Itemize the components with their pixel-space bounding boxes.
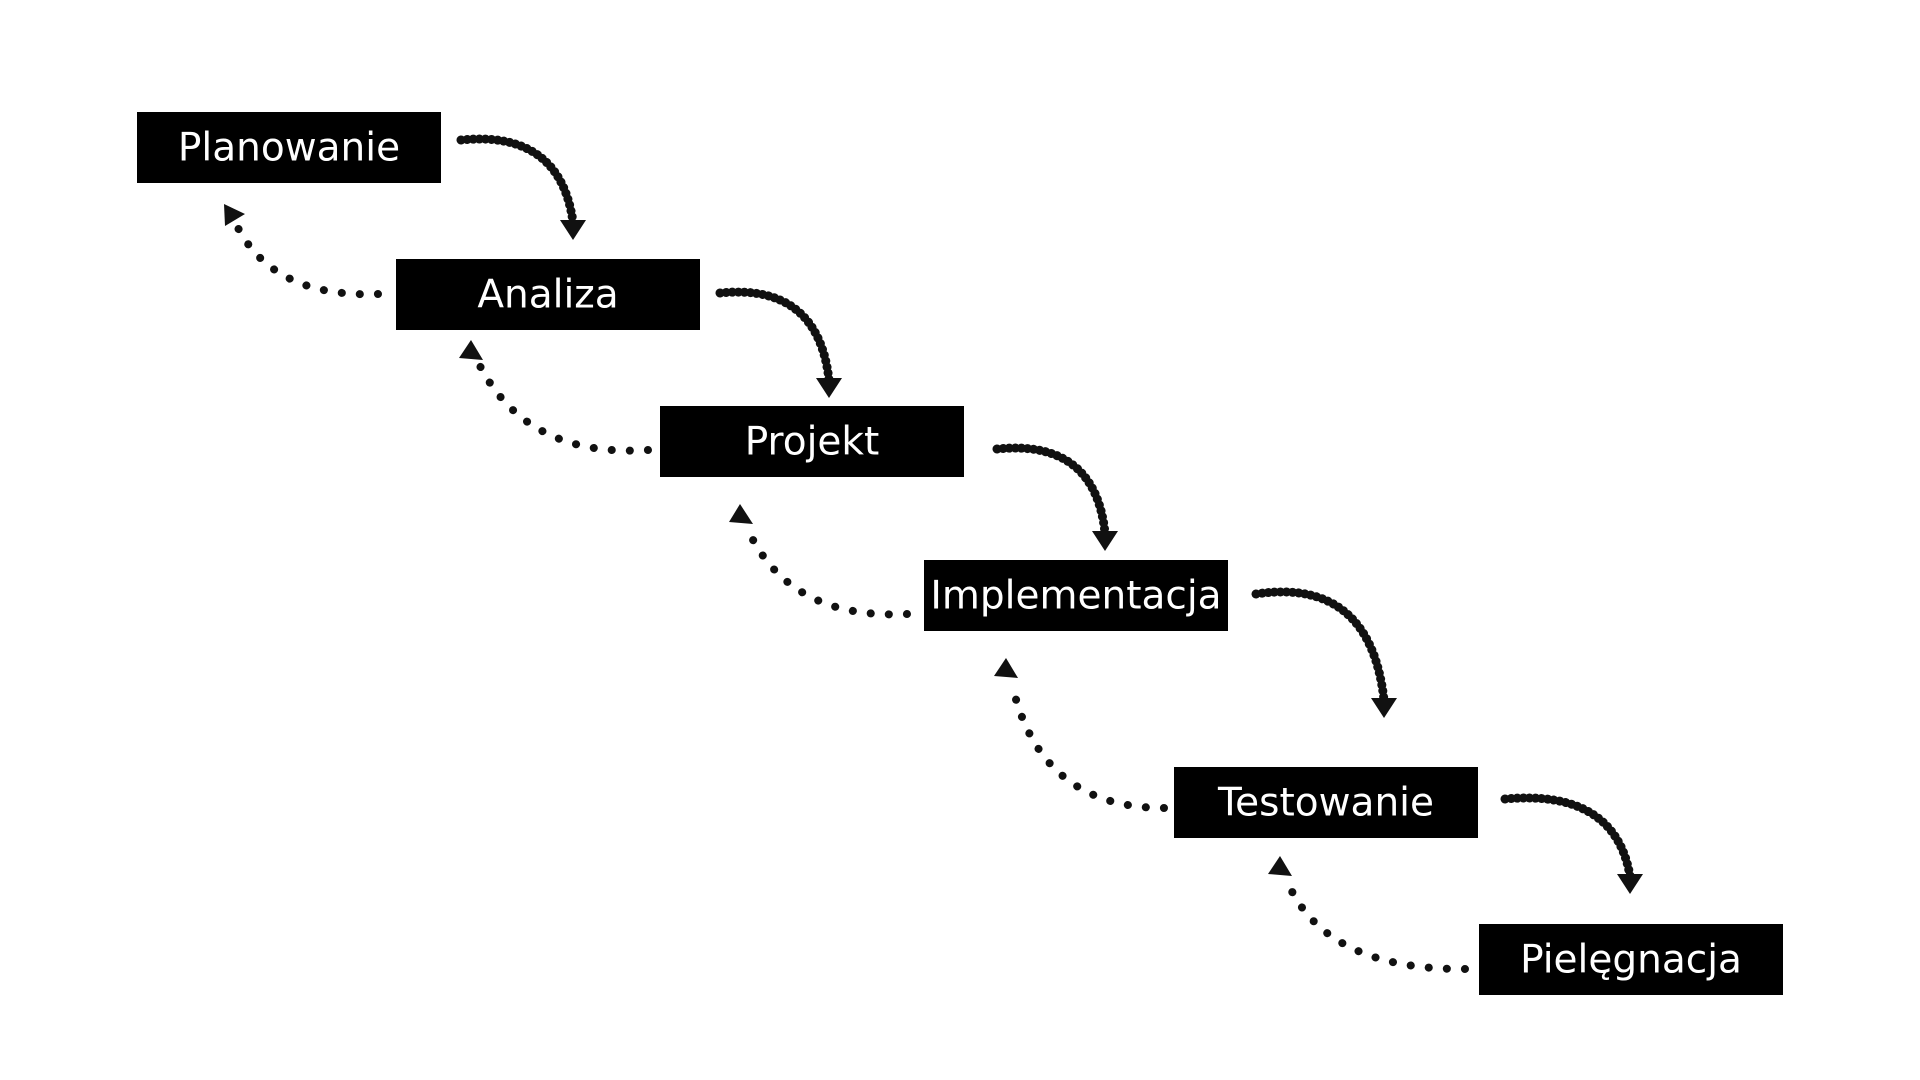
feedback-arrow-4 — [994, 658, 1168, 812]
forward-arrow-2 — [715, 287, 842, 398]
feedback-arrow-1 — [224, 204, 382, 299]
stage-box-analiza: Analiza — [396, 259, 700, 330]
stage-box-pielegnacja: Pielęgnacja — [1479, 924, 1783, 995]
stage-label-planowanie: Planowanie — [178, 126, 400, 171]
stage-box-implementacja: Implementacja — [924, 560, 1228, 631]
stage-box-projekt: Projekt — [660, 406, 964, 477]
stage-label-projekt: Projekt — [745, 420, 880, 465]
forward-arrow-4 — [1251, 587, 1397, 718]
stage-label-pielegnacja: Pielęgnacja — [1520, 938, 1742, 983]
stage-label-analiza: Analiza — [477, 273, 618, 318]
forward-arrow-1 — [456, 134, 586, 240]
feedback-arrow-2 — [459, 340, 652, 455]
stage-label-implementacja: Implementacja — [930, 574, 1221, 619]
feedback-arrow-5 — [1268, 856, 1469, 974]
stage-box-planowanie: Planowanie — [137, 112, 441, 183]
stage-box-testowanie: Testowanie — [1174, 767, 1478, 838]
feedback-arrow-3 — [729, 504, 911, 619]
forward-arrow-5 — [1500, 793, 1643, 894]
stage-label-testowanie: Testowanie — [1217, 781, 1434, 826]
forward-arrow-3 — [992, 443, 1118, 551]
